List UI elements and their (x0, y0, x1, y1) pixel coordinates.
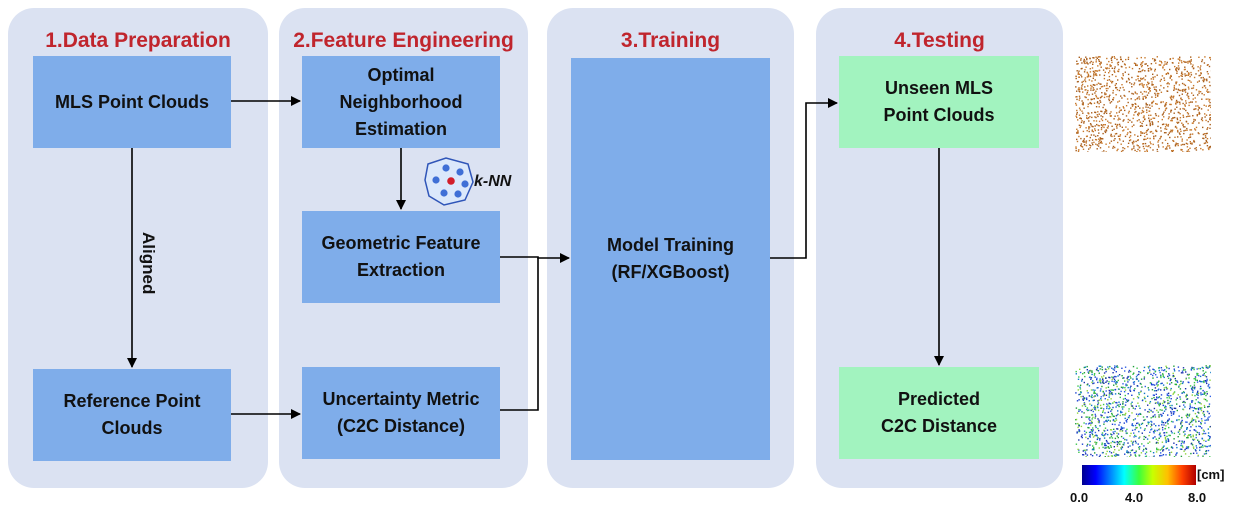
box-model-training: Model Training (RF/XGBoost) (571, 58, 770, 460)
unseen-point-cloud-image (1075, 56, 1211, 152)
box-reference-point-clouds: Reference Point Clouds (33, 369, 231, 461)
arrow-training-to-unseen (770, 98, 838, 259)
box-unseen-mls: Unseen MLS Point Clouds (839, 56, 1039, 148)
colorbar-tick-max: 8.0 (1188, 490, 1207, 505)
box-optimal-neighborhood: Optimal Neighborhood Estimation (302, 56, 500, 148)
knn-neighborhood-icon (424, 157, 474, 206)
colorbar-tick-min: 0.0 (1070, 490, 1089, 505)
colorbar-unit: [cm] (1197, 467, 1225, 482)
aligned-label: Aligned (139, 232, 158, 295)
predicted-point-cloud-image (1075, 365, 1211, 457)
arrow-uncertainty-to-training (500, 258, 539, 411)
panel-title-data-preparation: 1.Data Preparation (45, 29, 231, 52)
box-geometric-feature-extraction: Geometric Feature Extraction (302, 211, 500, 303)
knn-label: k-NN (474, 173, 512, 190)
box-uncertainty-metric: Uncertainty Metric (C2C Distance) (302, 367, 500, 459)
panel-title-feature-engineering: 2.Feature Engineering (293, 29, 514, 52)
colorbar (1082, 465, 1196, 485)
colorbar-tick-mid: 4.0 (1125, 490, 1144, 505)
arrow-geometric-to-training (500, 253, 570, 263)
box-predicted-c2c: Predicted C2C Distance (839, 367, 1039, 459)
panel-title-training: 3.Training (620, 29, 721, 52)
box-mls-point-clouds: MLS Point Clouds (33, 56, 231, 148)
panel-title-testing: 4.Testing (894, 29, 985, 52)
